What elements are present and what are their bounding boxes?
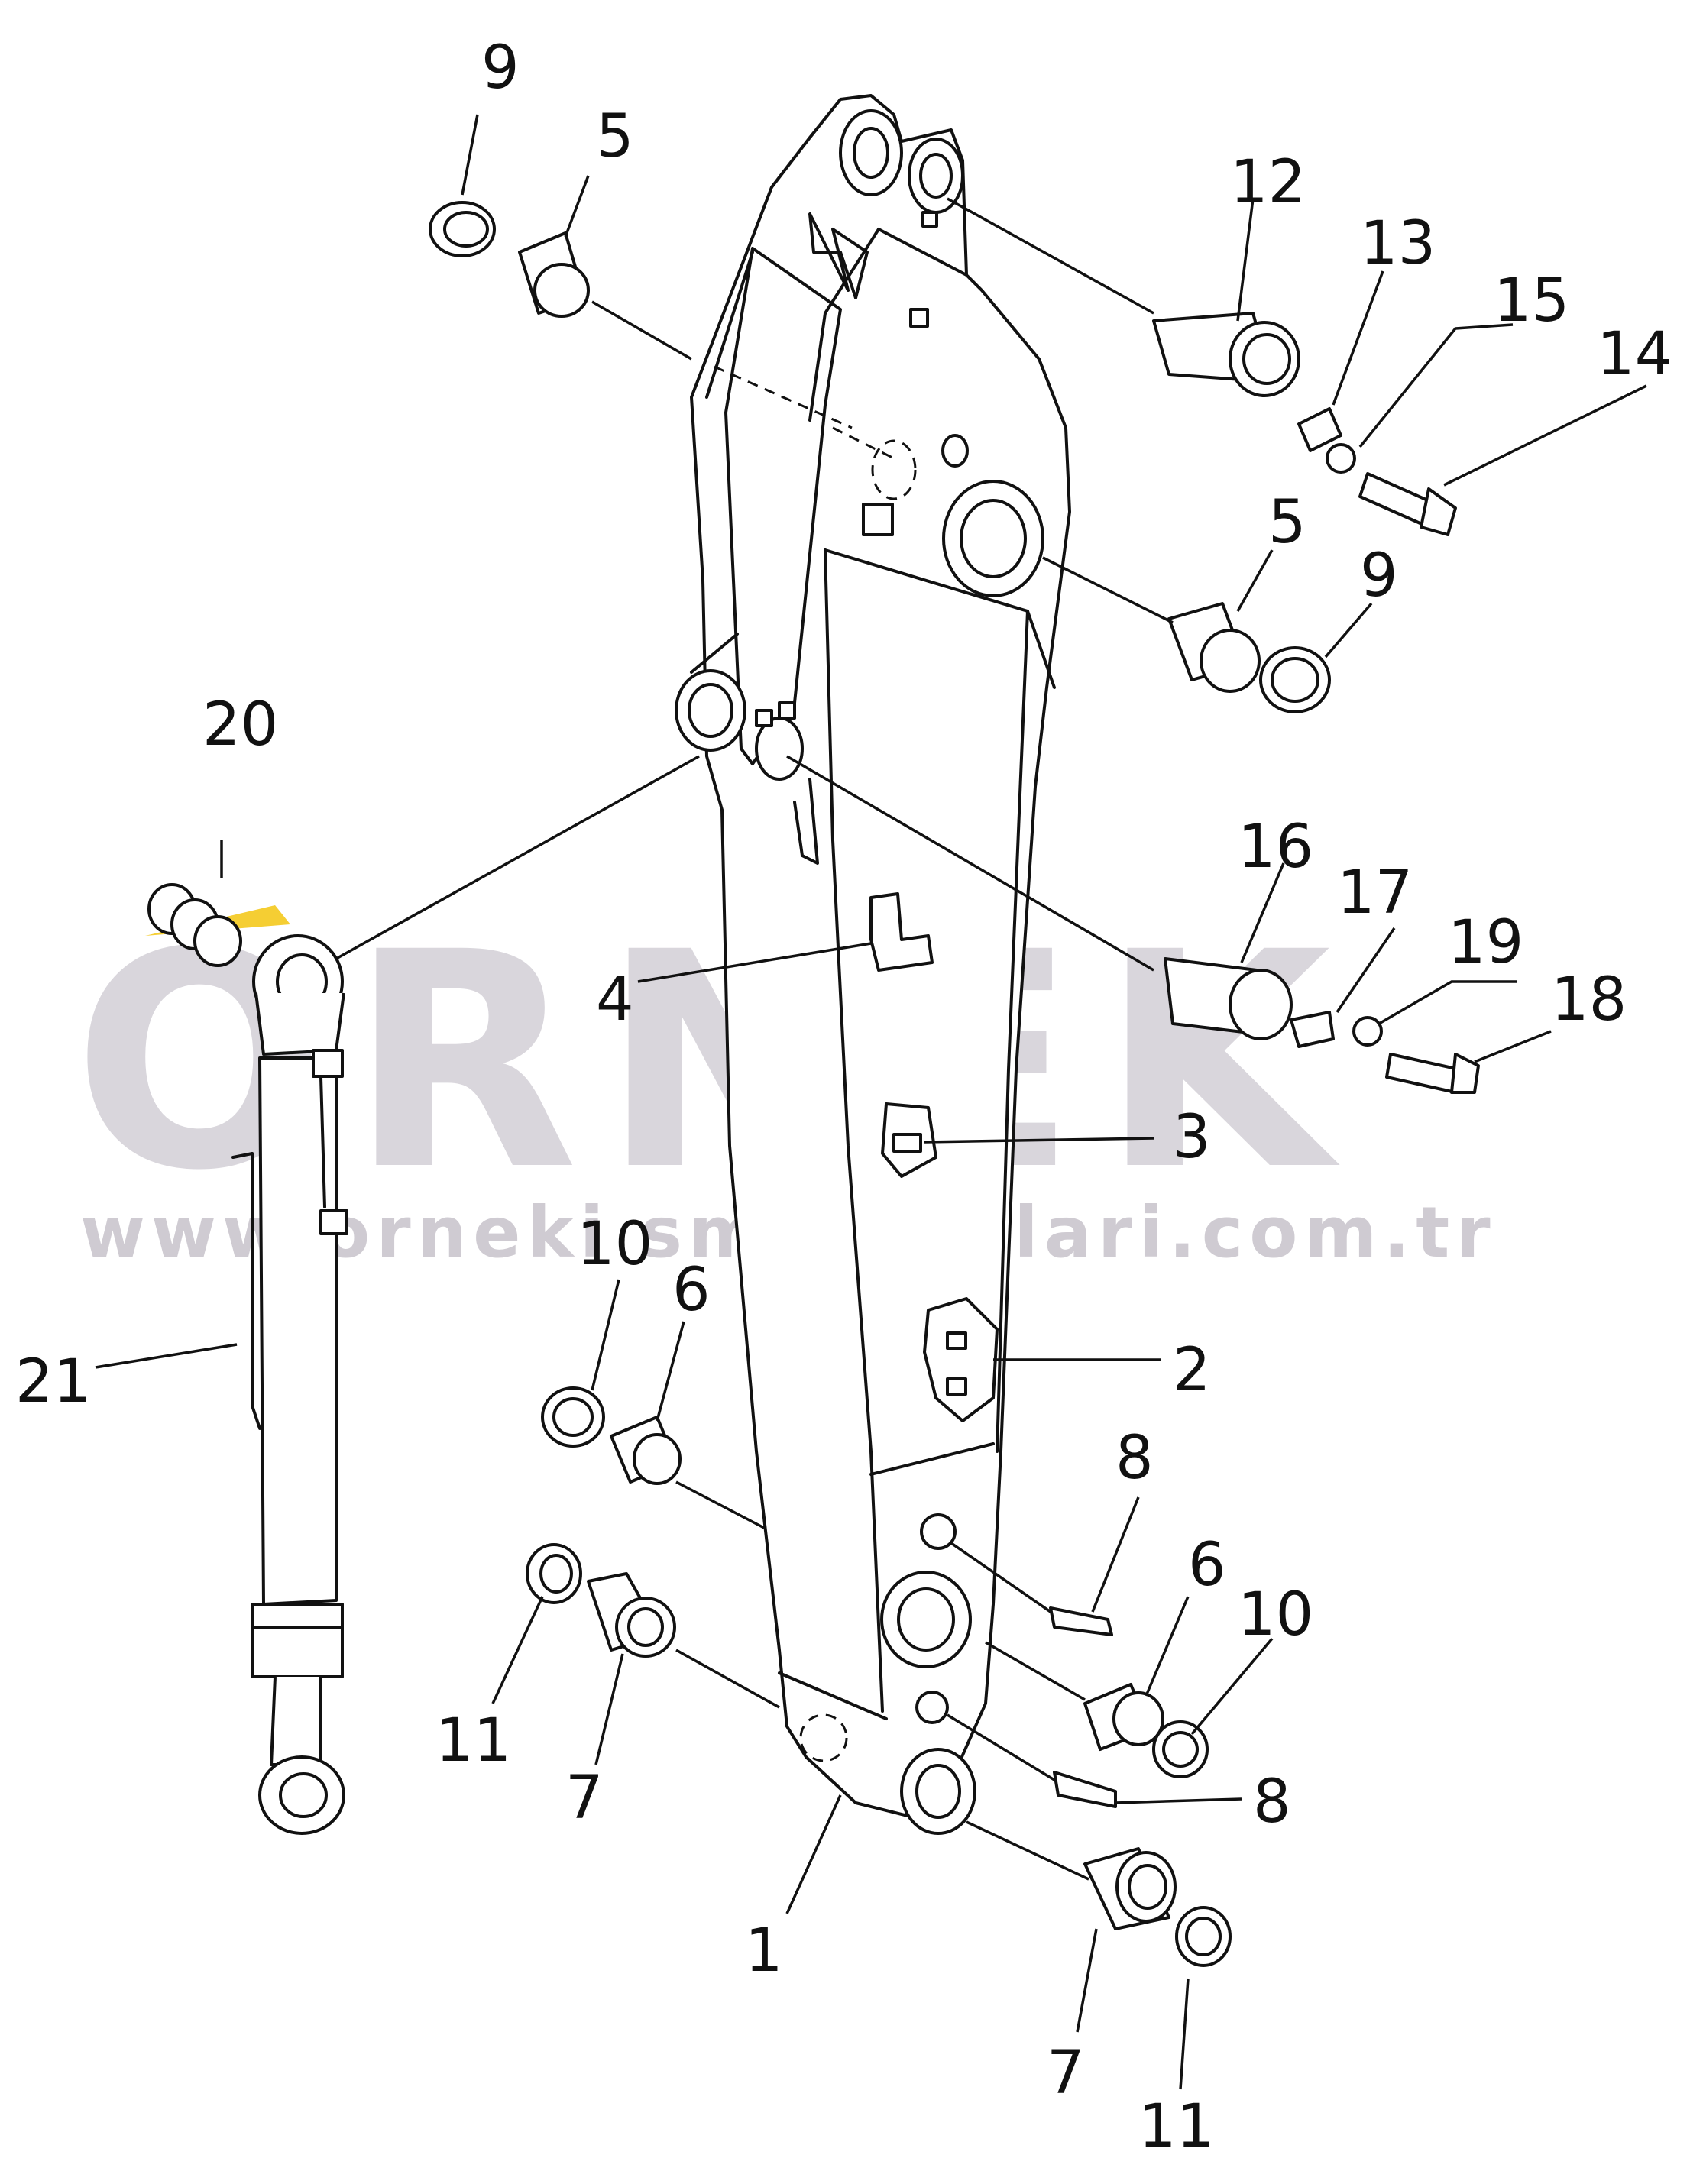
callout-5-lower: 5 — [1268, 488, 1306, 557]
callout-10-lower: 10 — [1238, 1581, 1313, 1649]
callout-14: 14 — [1597, 320, 1672, 389]
callout-20: 20 — [202, 691, 278, 759]
small-parts — [147, 201, 1480, 1967]
callout-21: 21 — [15, 1348, 91, 1416]
callout-6-upper: 6 — [672, 1256, 711, 1325]
callout-17: 17 — [1337, 859, 1413, 927]
callout-9-lower: 9 — [1360, 542, 1398, 610]
callout-3: 3 — [1173, 1103, 1211, 1172]
callout-4: 4 — [596, 966, 634, 1034]
callout-1: 1 — [745, 1917, 783, 1985]
callout-8-lower: 8 — [1253, 1768, 1291, 1836]
callout-labels: 9 5 12 13 15 14 5 9 20 16 17 19 18 4 3 1… — [15, 34, 1672, 2161]
bucket-cylinder — [231, 934, 348, 1835]
callout-12: 12 — [1230, 148, 1306, 217]
leader-lines — [95, 114, 1647, 2090]
callout-16: 16 — [1238, 813, 1313, 882]
callout-7-left: 7 — [565, 1764, 604, 1833]
callout-11-lower: 11 — [1138, 2092, 1214, 2161]
arm-body — [675, 94, 1071, 1835]
callout-7-lower: 7 — [1047, 2039, 1085, 2108]
callout-2: 2 — [1173, 1336, 1211, 1405]
callout-18: 18 — [1551, 966, 1627, 1034]
callout-11-left: 11 — [435, 1707, 511, 1775]
callout-5-top: 5 — [596, 102, 634, 171]
callout-10-upper: 10 — [577, 1210, 652, 1279]
callout-15: 15 — [1494, 267, 1569, 335]
callout-6-lower: 6 — [1188, 1531, 1226, 1600]
callout-19: 19 — [1448, 908, 1523, 977]
callout-8-upper: 8 — [1115, 1424, 1154, 1493]
callout-9-top: 9 — [481, 34, 520, 102]
callout-13: 13 — [1360, 209, 1436, 278]
